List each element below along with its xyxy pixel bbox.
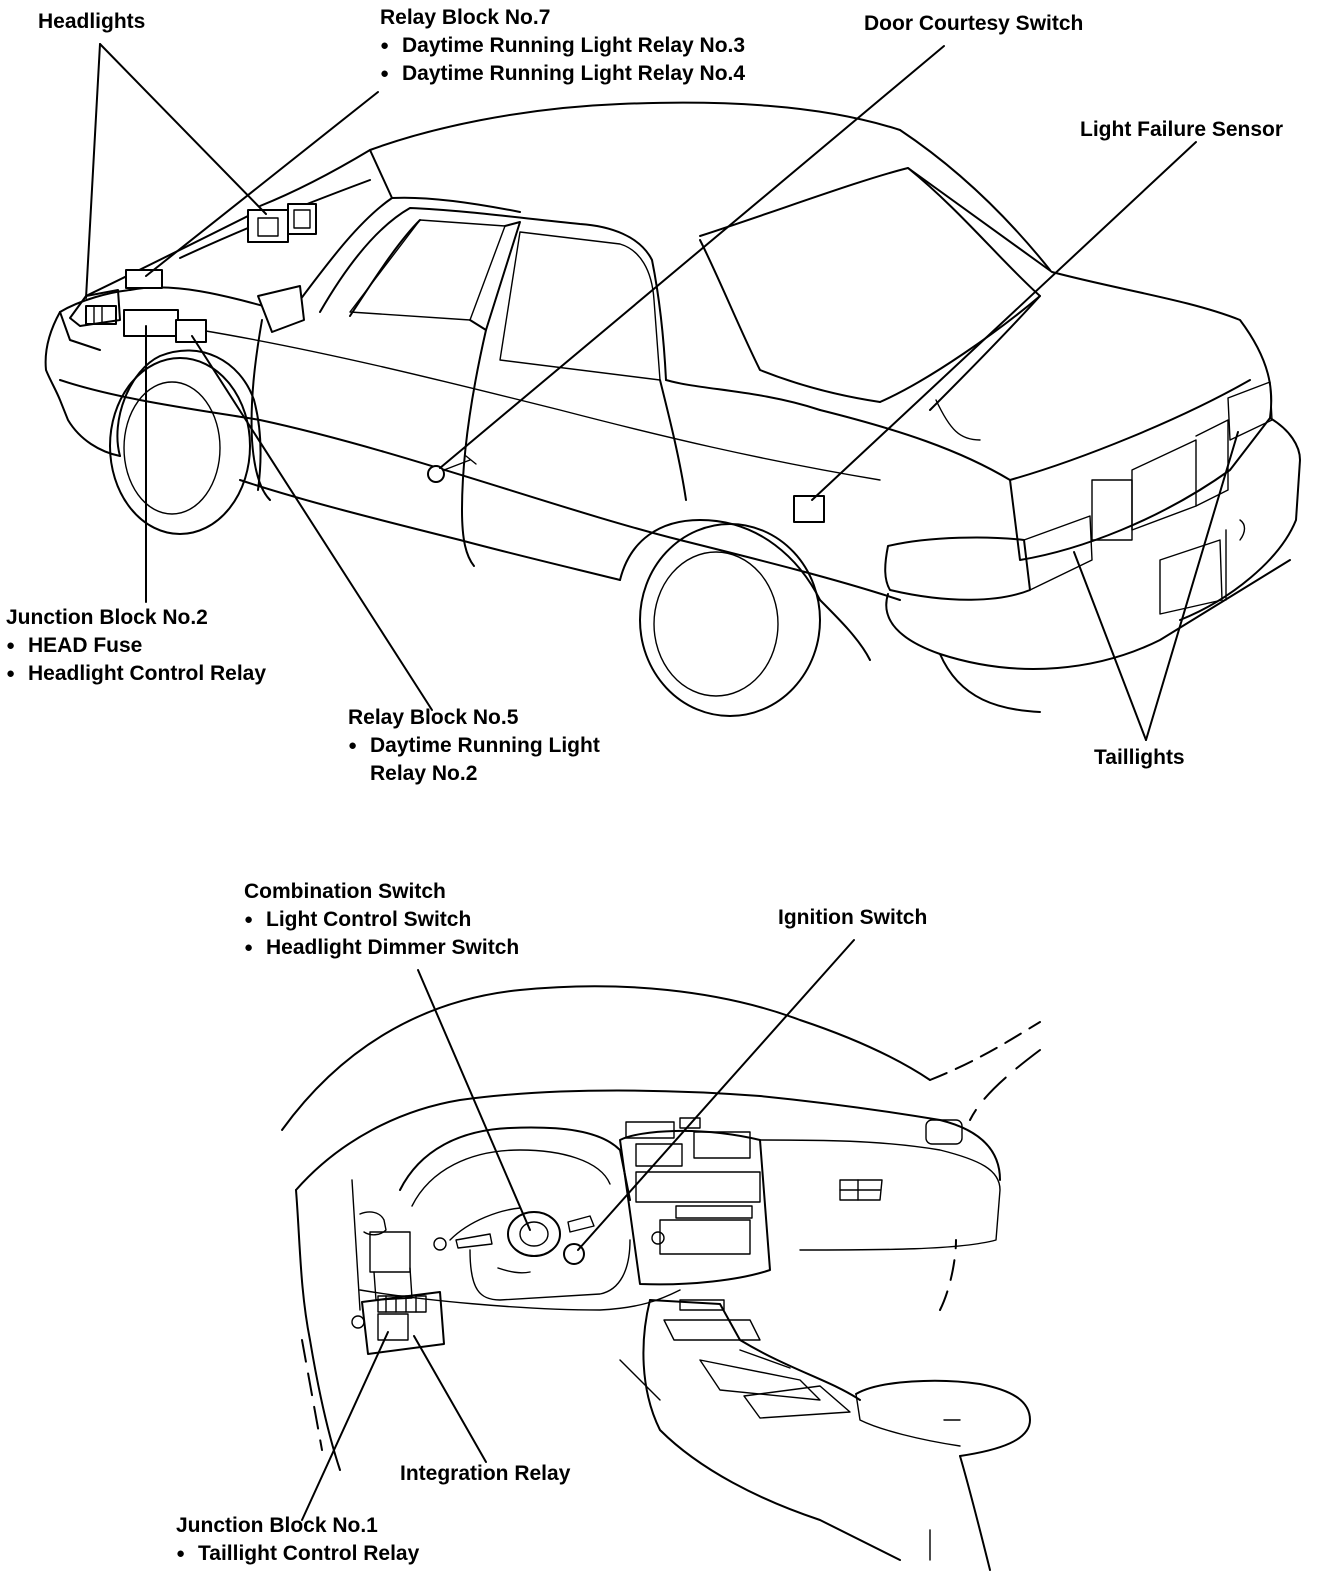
combination-switch-item: Light Control Switch bbox=[244, 906, 519, 934]
leader-taillights-right bbox=[1145, 431, 1239, 741]
label-headlights: Headlights bbox=[38, 10, 146, 33]
junction-block-2-item: HEAD Fuse bbox=[6, 632, 266, 660]
relay-block-5-item-continued: Relay No.2 bbox=[370, 762, 478, 785]
leader-light-failure-sensor bbox=[811, 141, 1197, 501]
leader-ignition-switch bbox=[577, 939, 855, 1251]
label-relay-block-7: Relay Block No.7 Daytime Running Light R… bbox=[380, 4, 745, 88]
label-relay-block-5: Relay Block No.5 Daytime Running Light R… bbox=[348, 704, 600, 788]
label-door-courtesy-switch: Door Courtesy Switch bbox=[864, 12, 1084, 35]
label-junction-block-2: Junction Block No.2 HEAD Fuse Headlight … bbox=[6, 604, 266, 688]
car-illustration bbox=[44, 101, 1301, 717]
label-ignition-switch: Ignition Switch bbox=[778, 906, 928, 929]
label-taillights: Taillights bbox=[1094, 746, 1185, 769]
junction-block-1-title: Junction Block No.1 bbox=[176, 1514, 378, 1537]
leader-combination-switch bbox=[417, 969, 531, 1231]
dashboard-illustration bbox=[281, 985, 1041, 1571]
leader-relay-block-5 bbox=[191, 335, 433, 711]
relay-block-5-title: Relay Block No.5 bbox=[348, 706, 519, 729]
leader-headlights-left bbox=[85, 43, 101, 299]
leader-junction-block-1 bbox=[301, 1331, 389, 1521]
leader-headlights-right bbox=[99, 43, 267, 215]
junction-block-1-item: Taillight Control Relay bbox=[176, 1540, 419, 1568]
leader-door-courtesy-switch bbox=[439, 45, 945, 469]
relay-block-7-title: Relay Block No.7 bbox=[380, 6, 551, 29]
label-light-failure-sensor: Light Failure Sensor bbox=[1080, 118, 1284, 141]
relay-block-7-item: Daytime Running Light Relay No.3 bbox=[380, 32, 745, 60]
combination-switch-title: Combination Switch bbox=[244, 880, 446, 903]
leader-taillights-left bbox=[1073, 551, 1147, 741]
junction-block-2-item: Headlight Control Relay bbox=[6, 660, 266, 688]
label-combination-switch: Combination Switch Light Control Switch … bbox=[244, 878, 519, 962]
relay-block-5-item: Daytime Running Light bbox=[348, 732, 600, 760]
combination-switch-item: Headlight Dimmer Switch bbox=[244, 934, 519, 962]
junction-block-2-title: Junction Block No.2 bbox=[6, 606, 208, 629]
leader-relay-block-7 bbox=[145, 91, 379, 277]
leader-lines bbox=[85, 43, 1239, 1521]
relay-block-7-item: Daytime Running Light Relay No.4 bbox=[380, 60, 745, 88]
label-integration-relay: Integration Relay bbox=[400, 1462, 571, 1485]
label-junction-block-1: Junction Block No.1 Taillight Control Re… bbox=[176, 1512, 419, 1568]
leader-integration-relay bbox=[413, 1335, 487, 1463]
